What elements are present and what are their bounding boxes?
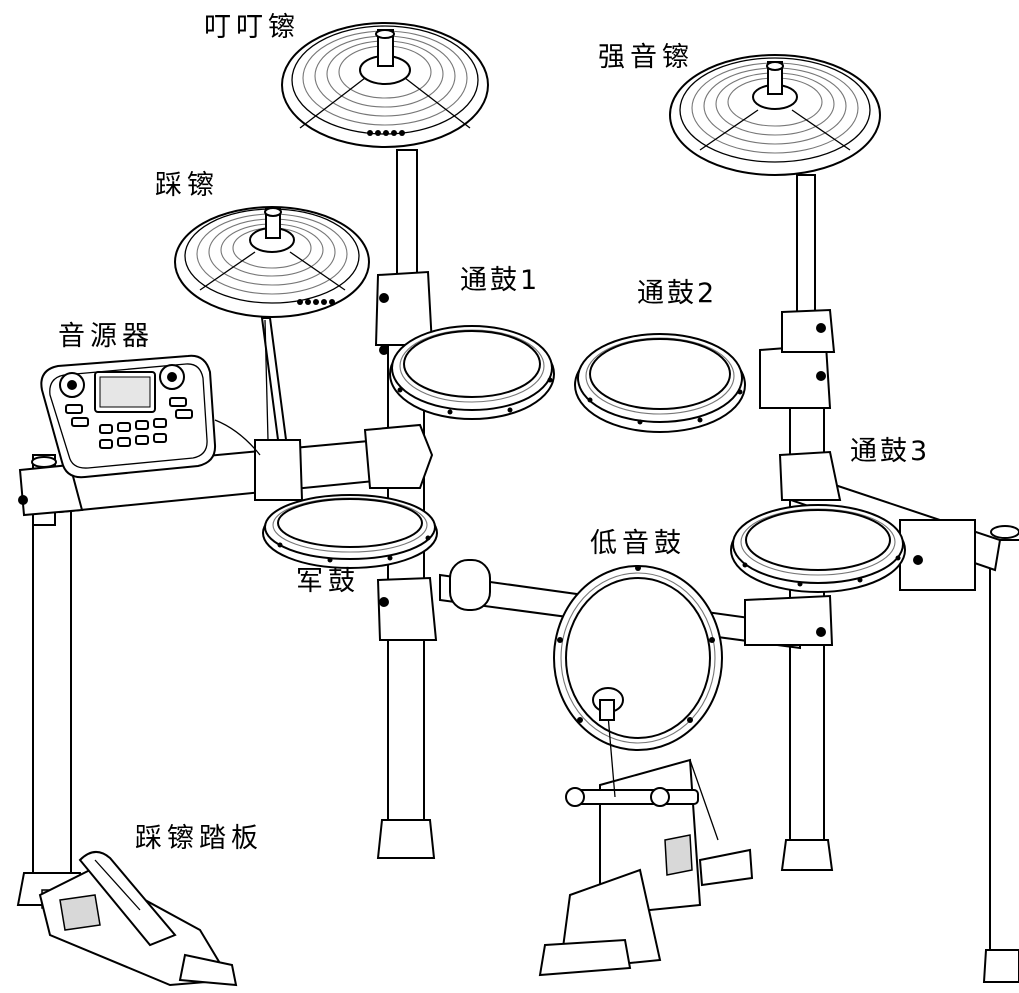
right-front-post [982,525,1019,983]
tom2-pad [574,333,746,433]
label-snare: 军鼓 [296,566,360,597]
label-module: 音源器 [58,321,154,352]
snare-pad [262,494,438,569]
hihat-pedal [38,851,238,987]
label-tom2: 通鼓2 [637,278,718,309]
label-hihat-pedal: 踩镲踏板 [135,823,263,854]
tom1-pad [389,325,555,420]
label-tom1: 通鼓1 [460,265,541,296]
label-tom3: 通鼓3 [850,436,931,467]
label-kick: 低音鼓 [590,528,686,559]
kick-pad [553,565,723,751]
label-hihat-cymbal: 踩镲 [155,170,219,201]
hihat-cymbal [174,206,370,318]
left-front-post [16,454,88,909]
label-crash-cymbal: 强音镲 [598,42,694,73]
crash-cymbal [669,54,881,176]
kick-pedal [538,687,754,977]
ride-cymbal [281,22,489,148]
label-ride-cymbal: 叮叮镲 [204,12,300,43]
clamps [18,270,976,646]
tom3-pad [730,504,906,593]
sound-module [40,354,217,479]
